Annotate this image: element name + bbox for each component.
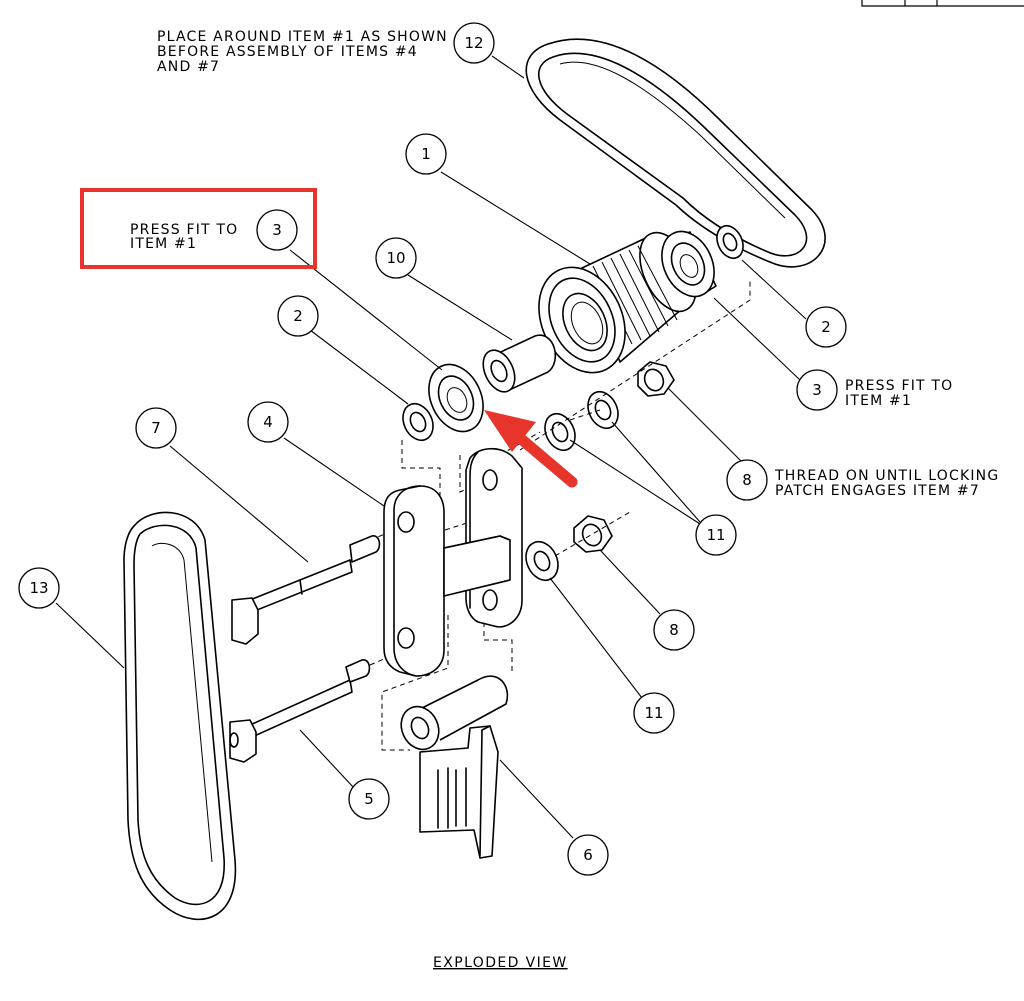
belt-note-line-2: BEFORE ASSEMBLY OF ITEMS #4 (157, 44, 418, 60)
belt-note-line-1: PLACE AROUND ITEM #1 AS SHOWN (157, 29, 448, 45)
balloon-7: 7 (135, 407, 177, 449)
balloon-2-left-label: 2 (293, 307, 303, 325)
press-fit-left-line-1: PRESS FIT TO (130, 222, 238, 238)
balloon-1-label: 1 (421, 145, 431, 163)
balloon-8-upper: 8 (726, 459, 768, 501)
nut-item-8-lower (573, 515, 613, 553)
balloon-8-lower: 8 (653, 609, 695, 651)
washers-item-11-upper (544, 390, 619, 452)
balloon-11-lower: 11 (633, 692, 675, 734)
block-item-6 (400, 675, 509, 859)
balloon-7-label: 7 (151, 419, 161, 437)
screw-item-7 (231, 535, 381, 645)
press-fit-note-left: PRESS FIT TO ITEM #1 (130, 222, 238, 252)
balloon-4: 4 (247, 401, 289, 443)
balloon-11-upper-label: 11 (706, 526, 725, 544)
balloon-10-label: 10 (386, 249, 405, 267)
press-fit-right-line-1: PRESS FIT TO (845, 378, 953, 394)
belt-item-13 (123, 511, 237, 921)
washer-item-2-right (716, 224, 744, 260)
balloon-10: 10 (375, 237, 417, 279)
balloon-11-upper: 11 (695, 514, 737, 556)
balloon-5: 5 (348, 778, 390, 820)
belt-note: PLACE AROUND ITEM #1 AS SHOWN BEFORE ASS… (157, 29, 448, 75)
balloon-5-label: 5 (364, 790, 374, 808)
balloon-11-lower-label: 11 (644, 704, 663, 722)
balloon-2-right-label: 2 (821, 318, 831, 336)
balloon-12: 12 (453, 22, 495, 64)
highlight-box (80, 188, 317, 269)
balloon-8-lower-label: 8 (669, 621, 679, 639)
balloon-3-right: 3 (796, 369, 838, 411)
balloon-12-label: 12 (464, 34, 483, 52)
view-title: EXPLODED VIEW (433, 955, 568, 971)
thread-note-line-2: PATCH ENGAGES ITEM #7 (775, 483, 980, 499)
title-block-fragment (861, 0, 1024, 7)
washer-item-2-left (402, 402, 434, 442)
balloon-1: 1 (405, 133, 447, 175)
press-fit-left-line-2: ITEM #1 (130, 236, 197, 252)
link-plate-rear (443, 447, 523, 628)
balloon-2-left: 2 (277, 295, 319, 337)
balloon-13-label: 13 (29, 579, 48, 597)
balloon-4-label: 4 (263, 413, 273, 431)
link-plate-item-4 (383, 485, 445, 677)
balloon-6-label: 6 (583, 846, 593, 864)
balloon-3-left: 3 (256, 209, 298, 251)
balloon-8-upper-label: 8 (742, 471, 752, 489)
thread-note: THREAD ON UNTIL LOCKING PATCH ENGAGES IT… (774, 468, 999, 499)
leader-lines (55, 55, 807, 839)
washer-item-11-lower (525, 540, 559, 582)
bearing-item-3-left (428, 363, 484, 433)
balloon-6: 6 (567, 834, 609, 876)
spacer-item-10 (482, 334, 557, 393)
thread-note-line-1: THREAD ON UNTIL LOCKING (774, 468, 999, 484)
balloon-3-left-label: 3 (272, 221, 282, 239)
nut-item-8-upper (637, 361, 675, 397)
screw-item-5 (229, 659, 371, 763)
press-fit-right-line-2: ITEM #1 (845, 393, 912, 409)
belt-item-12 (525, 38, 826, 268)
balloon-2-right: 2 (805, 306, 847, 348)
balloon-13: 13 (18, 567, 60, 609)
highlight-arrow (484, 410, 578, 488)
belt-note-line-3: AND #7 (157, 59, 220, 75)
assembly-center-lines (369, 280, 751, 751)
balloon-3-right-label: 3 (812, 381, 822, 399)
press-fit-note-right: PRESS FIT TO ITEM #1 (845, 378, 953, 409)
bearing-item-3-right (661, 230, 717, 298)
